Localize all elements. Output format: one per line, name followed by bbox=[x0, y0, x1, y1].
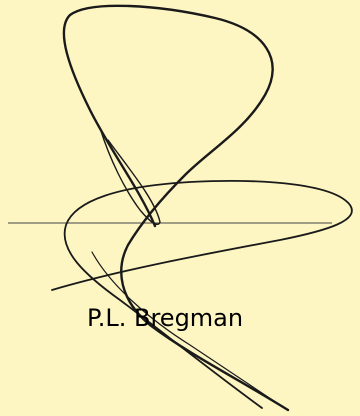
signature-stroke-upper-loop bbox=[62, 4, 290, 412]
signature-stroke-sweep bbox=[51, 180, 353, 409]
signer-name: P.L. Bregman bbox=[87, 304, 244, 332]
signature-stroke-inner-loop bbox=[99, 127, 161, 226]
signature-stroke-tail bbox=[91, 251, 281, 406]
